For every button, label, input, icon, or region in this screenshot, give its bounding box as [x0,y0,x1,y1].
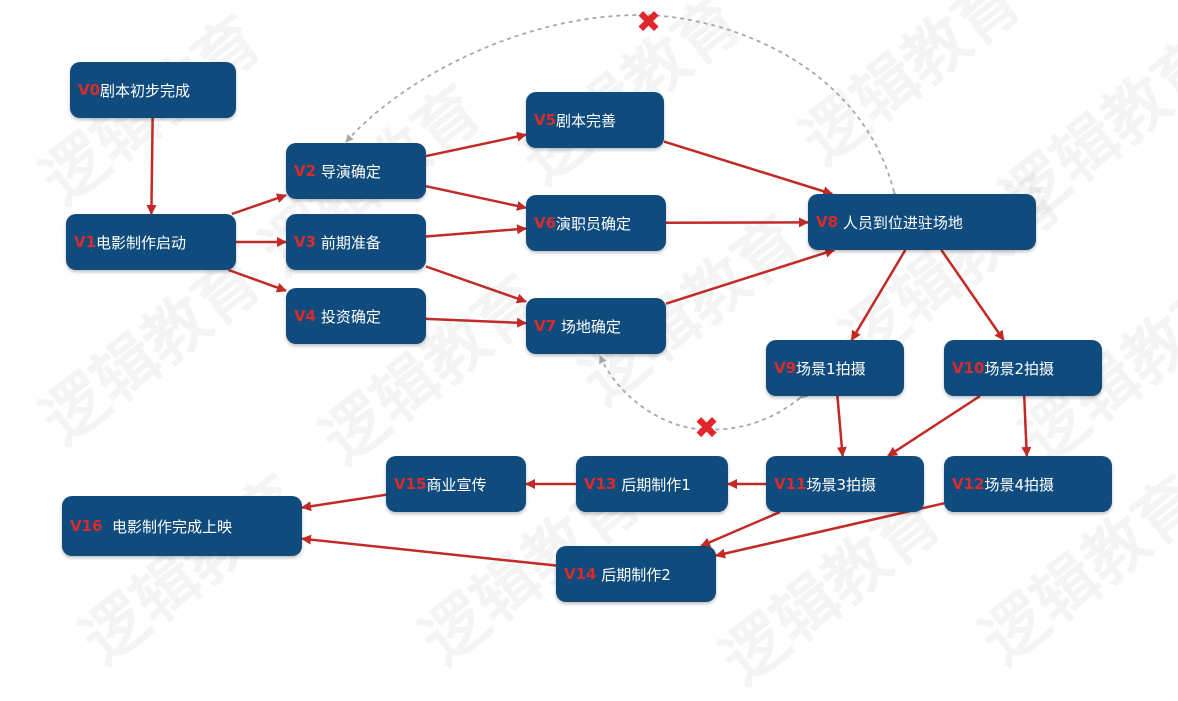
node-v8: V8 人员到位进驻场地 [808,194,1036,250]
node-label: 场景4拍摄 [984,474,1054,495]
node-label: 后期制作1 [616,474,690,495]
edge-v2-v5 [426,135,526,156]
node-label: 电影制作完成上映 [102,516,232,537]
node-id: V15 [394,475,426,493]
node-id: V13 [584,475,616,493]
node-id: V6 [534,214,556,232]
node-label: 场景2拍摄 [984,358,1054,379]
cross-mark-icon: ✖ [694,414,719,444]
node-label: 导演确定 [316,161,381,182]
node-id: V7 [534,317,556,335]
edge-v10-v11 [888,396,980,456]
node-id: V1 [74,233,96,251]
node-label: 商业宣传 [426,474,486,495]
node-v7: V7 场地确定 [526,298,666,354]
node-v14: V14 后期制作2 [556,546,716,602]
node-v4: V4 投资确定 [286,288,426,344]
node-id: V10 [952,359,984,377]
edge-v0-v1 [151,118,152,214]
edge-v15-v16 [302,495,386,508]
node-id: V2 [294,162,316,180]
node-id: V9 [774,359,796,377]
node-label: 后期制作2 [596,564,670,585]
edge-v7-v8 [666,250,834,304]
node-id: V4 [294,307,316,325]
node-id: V16 [70,517,102,535]
edge-v9-v11 [837,396,842,456]
edge-v1-v4 [229,270,286,291]
edge-v8-v10 [941,250,1003,340]
edge-v4-v7 [426,319,526,323]
node-label: 演职员确定 [556,213,631,234]
node-id: V11 [774,475,806,493]
node-label: 电影制作启动 [96,232,186,253]
edge-v10-v12 [1024,396,1027,456]
node-label: 剧本完善 [556,110,616,131]
node-label: 人员到位进驻场地 [838,212,963,233]
edge-v5-v8 [664,142,832,194]
node-label: 场地确定 [556,316,621,337]
node-id: V3 [294,233,316,251]
edge-v11-v14 [701,512,780,546]
node-label: 场景1拍摄 [796,358,866,379]
edge-v8-v9 [852,250,906,340]
node-id: V12 [952,475,984,493]
node-label: 剧本初步完成 [100,80,190,101]
node-id: V14 [564,565,596,583]
cross-mark-icon: ✖ [636,8,661,38]
edge-v2-v6 [426,186,526,208]
node-id: V0 [78,81,100,99]
node-label: 场景3拍摄 [806,474,876,495]
node-v3: V3 前期准备 [286,214,426,270]
node-id: V8 [816,213,838,231]
edge-v3-v7 [426,267,526,302]
edge-v3-v6 [426,229,526,237]
node-id: V5 [534,111,556,129]
edge-v14-v16 [302,539,556,566]
node-label: 投资确定 [316,306,381,327]
node-label: 前期准备 [316,232,381,253]
node-v13: V13 后期制作1 [576,456,728,512]
node-v2: V2 导演确定 [286,143,426,199]
edge-v1-v2 [232,195,286,214]
node-v16: V16 电影制作完成上映 [62,496,302,556]
